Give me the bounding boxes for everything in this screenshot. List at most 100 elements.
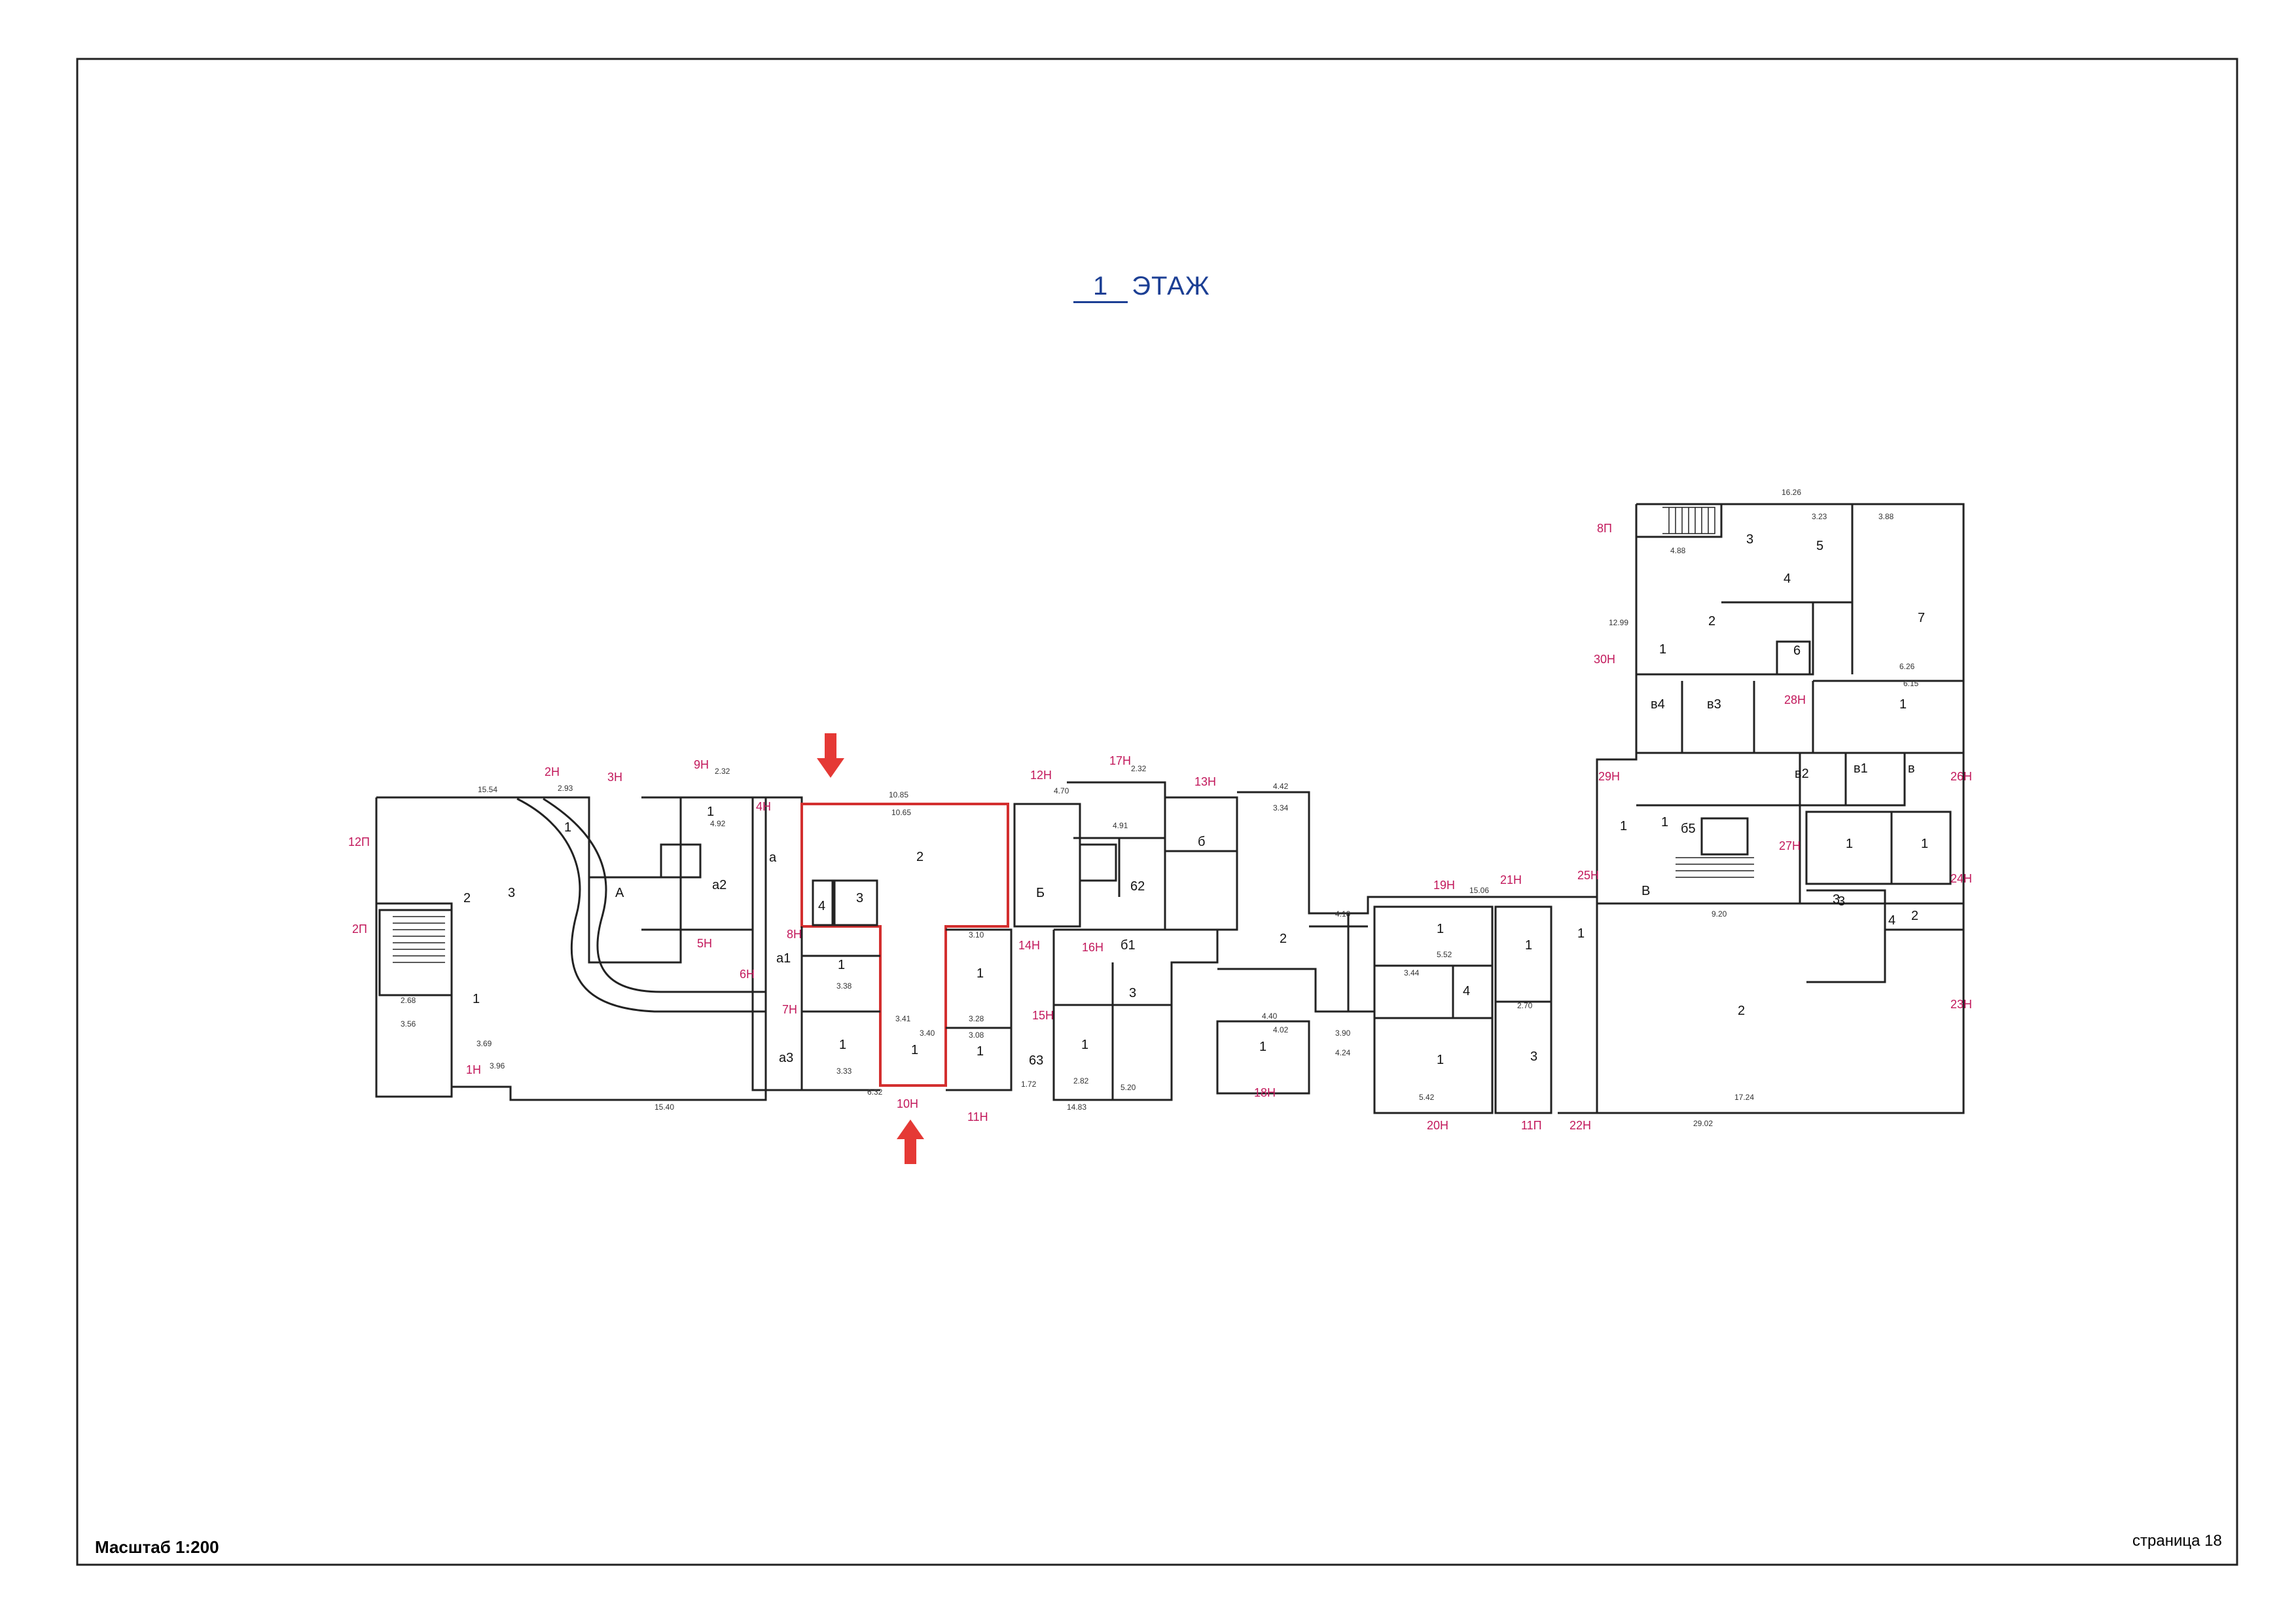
room-label: В [1641,884,1650,898]
room-label: 1 [564,820,571,835]
dimension-label: 3.44 [1404,968,1420,977]
room-label: а [769,850,777,865]
room-label: 5 [1816,539,1823,553]
floor-number: 1 [1073,272,1128,303]
unit-label: 20Н [1427,1119,1448,1132]
unit-label: 2П [352,922,367,936]
unit-label: 30Н [1594,653,1615,666]
dimension-label: 3.33 [836,1067,852,1076]
dimension-label: 3.96 [490,1061,505,1070]
unit-label: 10Н [897,1097,918,1110]
dimension-label: 3.38 [836,981,852,991]
room-label: 1 [1577,926,1585,941]
room-label: а2 [712,878,726,892]
unit-label: 8Н [787,928,802,941]
room-label: 1 [1437,1053,1444,1067]
unit-label: 11Н [967,1110,988,1123]
unit-label: 18Н [1254,1086,1276,1099]
room-label: А [615,886,624,900]
dimension-label: 2.32 [1131,764,1147,773]
dimension-label: 6.26 [1899,662,1915,671]
room-label: 2 [1280,932,1287,946]
dimension-label: 5.20 [1121,1083,1136,1092]
dimension-label: 9.20 [1712,909,1727,919]
room-label: 7 [1918,611,1925,625]
dimension-label: 4.40 [1262,1012,1278,1021]
unit-label: 12П [348,835,370,848]
unit-label: 5Н [697,937,712,950]
room-label: а1 [776,951,791,966]
room-label: 2 [916,850,924,864]
unit-label: 13Н [1194,775,1216,788]
room-label: 1 [1525,938,1532,953]
room-label: 2 [463,891,471,905]
dimension-label: 17.24 [1734,1093,1754,1102]
room-label: 1 [1259,1040,1266,1054]
dimension-label: 2.70 [1517,1001,1533,1010]
dimension-label: 2.93 [558,784,573,793]
room-label: в1 [1854,761,1868,776]
unit-label: 27Н [1779,839,1801,852]
unit-label: 2Н [545,765,560,778]
room-label: 2 [1708,614,1715,629]
dimension-label: 3.10 [969,930,984,939]
room-label: 63 [1029,1053,1043,1068]
dimension-label: 3.40 [920,1029,935,1038]
room-label: в3 [1707,697,1721,712]
dimension-label: 3.90 [1335,1029,1351,1038]
room-label: 1 [707,805,714,819]
room-label: 1 [839,1038,846,1052]
unit-label: 14Н [1018,939,1040,952]
entrance-arrow-bottom [897,1120,924,1164]
dimension-label: 12.99 [1609,618,1628,627]
unit-label: 3Н [607,771,622,784]
room-label: б5 [1681,822,1696,836]
dimension-label: 10.85 [889,790,908,799]
floor-plan [375,503,1965,1114]
unit-label: 17Н [1109,754,1131,767]
room-label: 1 [1921,837,1928,851]
room-label: 6 [1793,644,1801,658]
room-label: 1 [838,958,845,972]
room-label: 3 [1838,894,1845,909]
dimension-label: 1.72 [1021,1080,1037,1089]
room-label: 1 [911,1043,918,1057]
dimension-label: 3.34 [1273,803,1289,812]
page-number: страница 18 [2132,1532,2222,1550]
room-label: 1 [1659,642,1666,657]
unit-label: 11П [1521,1119,1542,1132]
dimension-label: 29.02 [1693,1119,1713,1128]
room-label: 3 [856,891,863,905]
dimension-label: 16.26 [1782,488,1801,497]
scale-label: Масштаб 1:200 [95,1537,219,1557]
unit-label: 19Н [1433,879,1455,892]
unit-label: 28Н [1784,693,1806,706]
room-label: 2 [1911,909,1918,923]
room-label: 4 [818,899,825,913]
room-label: 3 [508,886,515,900]
unit-label: 1Н [466,1063,481,1076]
dimension-label: 4.42 [1273,782,1289,791]
room-label: в4 [1651,697,1665,712]
unit-label: 23Н [1950,998,1972,1011]
room-label: 1 [1846,837,1853,851]
room-label: 1 [1899,697,1907,712]
dimension-label: 15.40 [655,1103,674,1112]
unit-label: 7Н [782,1003,797,1016]
floor-title-text: ЭТАЖ [1132,272,1210,301]
dimension-label: 5.52 [1437,950,1452,959]
dimension-label: 4.10 [1335,909,1351,919]
room-label: 3 [1833,892,1840,907]
room-label: 3 [1530,1049,1537,1064]
dimension-label: 6.15 [1903,679,1919,688]
dimension-label: 4.02 [1273,1025,1289,1034]
room-label: 1 [1620,819,1627,833]
room-label: а3 [779,1051,793,1065]
unit-label: 26Н [1950,770,1972,783]
dimension-label: 3.69 [476,1039,492,1048]
room-label: 62 [1130,879,1145,894]
room-label: в [1908,761,1915,776]
dimension-label: 4.88 [1670,546,1686,555]
